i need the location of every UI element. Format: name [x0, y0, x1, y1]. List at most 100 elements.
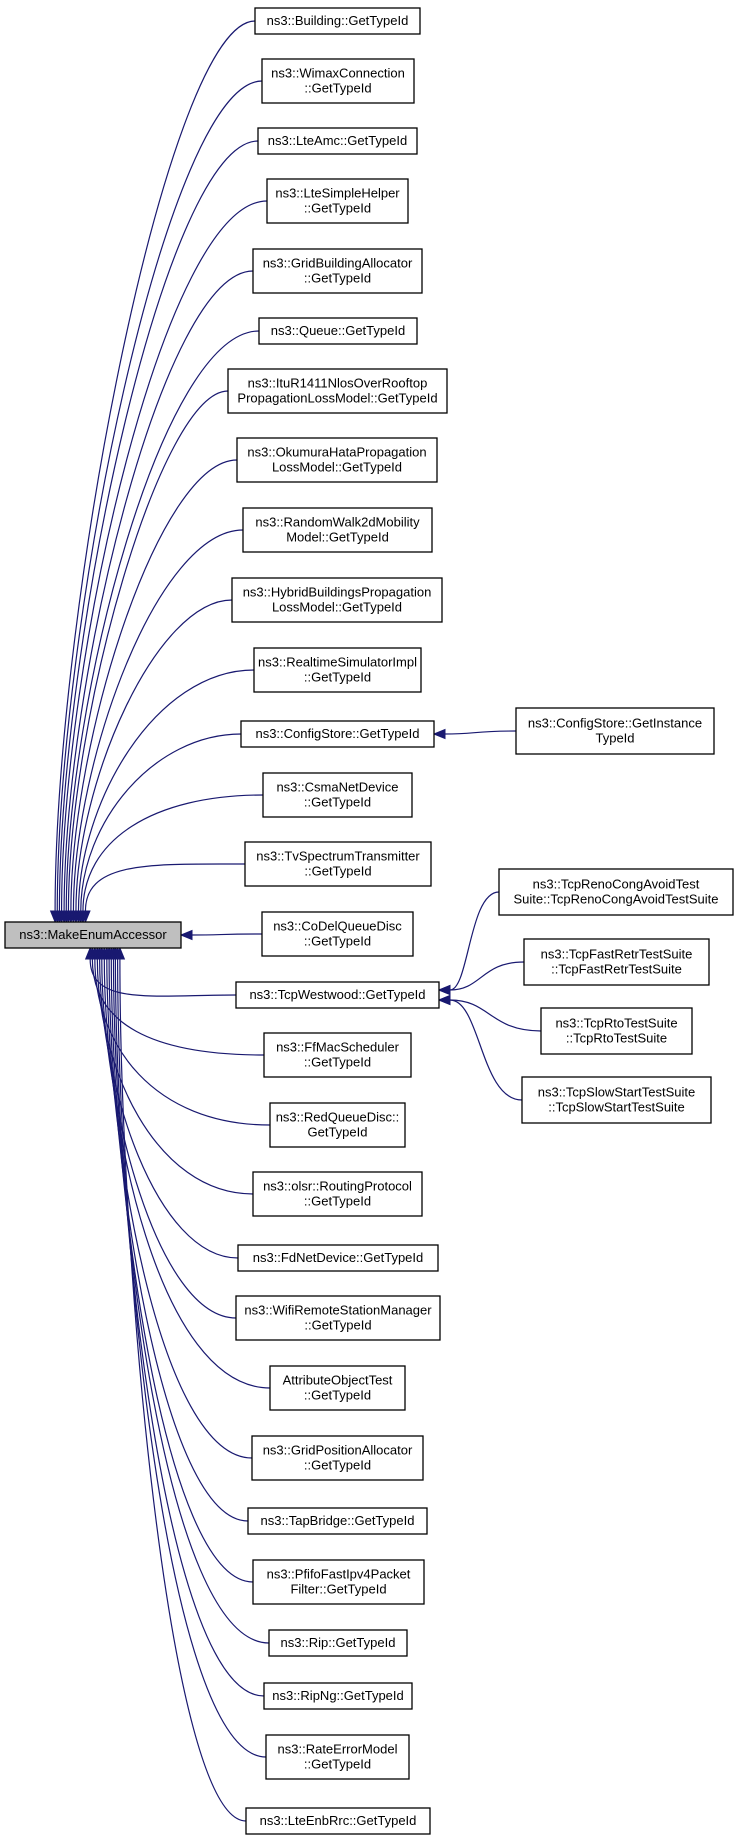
node-label: ns3::RandomWalk2dMobility: [255, 515, 420, 530]
edge-realtime-to-root: [77, 669, 255, 912]
node-codel[interactable]: ns3::CoDelQueueDisc::GetTypeId: [261, 911, 414, 957]
edge-queue-to-root: [65, 330, 260, 912]
node-label: ns3::WifiRemoteStationManager: [244, 1303, 432, 1318]
node-ripng[interactable]: ns3::RipNg::GetTypeId: [263, 1682, 413, 1710]
edge-tcpreno-to-tcpwestwood: [449, 891, 500, 991]
node-wifiremote[interactable]: ns3::WifiRemoteStationManager::GetTypeId: [235, 1295, 441, 1341]
edge-fdnet-to-root: [99, 958, 239, 1259]
node-configstore[interactable]: ns3::ConfigStore::GetTypeId: [240, 720, 435, 748]
node-tcpslowstart[interactable]: ns3::TcpSlowStartTestSuite::TcpSlowStart…: [521, 1076, 712, 1124]
node-building[interactable]: ns3::Building::GetTypeId: [254, 7, 421, 35]
node-ltesimple[interactable]: ns3::LteSimpleHelper::GetTypeId: [266, 178, 409, 224]
edge-lteamc-to-root: [58, 140, 259, 912]
edge-tapbridge-to-root: [108, 958, 249, 1522]
node-label: ns3::TcpRtoTestSuite: [555, 1016, 677, 1031]
arrowhead-codel: [179, 929, 193, 941]
node-label: ns3::ConfigStore::GetTypeId: [255, 726, 419, 741]
node-label: ns3::GridBuildingAllocator: [263, 256, 413, 271]
node-box: [258, 317, 418, 345]
node-label: ns3::RedQueueDisc::: [276, 1110, 400, 1125]
node-label: LossModel::GetTypeId: [272, 600, 402, 615]
node-csma[interactable]: ns3::CsmaNetDevice::GetTypeId: [262, 772, 413, 818]
edge-rip-to-root: [112, 958, 270, 1644]
node-attrobj[interactable]: AttributeObjectTest::GetTypeId: [269, 1365, 406, 1411]
arrowhead-tcpslowstart: [437, 994, 451, 1006]
edge-ffmac-to-root: [91, 958, 265, 1056]
edge-codel-to-root: [191, 933, 263, 936]
node-box: [247, 1507, 428, 1535]
node-label: ns3::RealtimeSimulatorImpl: [258, 655, 417, 670]
node-label: ::GetTypeId: [304, 201, 371, 216]
node-fdnet[interactable]: ns3::FdNetDevice::GetTypeId: [237, 1244, 439, 1272]
edge-redqueue-to-root: [94, 958, 271, 1126]
node-label: ::GetTypeId: [304, 1194, 371, 1209]
node-randomwalk[interactable]: ns3::RandomWalk2dMobilityModel::GetTypeI…: [242, 507, 433, 553]
node-box: [521, 1076, 712, 1124]
node-label: ns3::FdNetDevice::GetTypeId: [253, 1250, 424, 1265]
node-gridposition[interactable]: ns3::GridPositionAllocator::GetTypeId: [251, 1435, 424, 1481]
node-hybrid[interactable]: ns3::HybridBuildingsPropagationLossModel…: [231, 577, 443, 623]
node-okumura[interactable]: ns3::OkumuraHataPropagationLossModel::Ge…: [236, 437, 438, 483]
node-root[interactable]: ns3::MakeEnumAccessor: [4, 921, 182, 949]
node-label: ns3::olsr::RoutingProtocol: [263, 1179, 412, 1194]
node-rateerror[interactable]: ns3::RateErrorModel::GetTypeId: [265, 1734, 410, 1780]
node-label: ::GetTypeId: [304, 934, 371, 949]
node-tcpfastretr[interactable]: ns3::TcpFastRetrTestSuite::TcpFastRetrTe…: [523, 938, 710, 986]
node-label: ns3::CsmaNetDevice: [276, 780, 398, 795]
node-label: ns3::LteAmc::GetTypeId: [268, 133, 407, 148]
edge-lteenbrrc-to-root: [119, 958, 247, 1822]
node-box: [252, 1171, 423, 1217]
node-box: [265, 1734, 410, 1780]
edge-configstore-to-root: [80, 733, 242, 912]
node-box: [235, 1295, 441, 1341]
edges-layer: [49, 20, 542, 1822]
edge-randomwalk-to-root: [72, 529, 244, 912]
node-wimax[interactable]: ns3::WimaxConnection::GetTypeId: [261, 58, 415, 104]
arrowhead-configstore_inst: [432, 728, 446, 740]
edge-building-to-root: [54, 20, 256, 912]
node-label: ns3::LteSimpleHelper: [275, 186, 400, 201]
node-label: LossModel::GetTypeId: [272, 460, 402, 475]
node-tapbridge[interactable]: ns3::TapBridge::GetTypeId: [247, 1507, 428, 1535]
edge-tcprto-to-tcpwestwood: [449, 999, 542, 1032]
edge-gridbuilding-to-root: [63, 270, 254, 912]
node-label: ns3::Queue::GetTypeId: [271, 323, 405, 338]
node-label: ns3::Building::GetTypeId: [267, 13, 409, 28]
edge-wifiremote-to-root: [101, 958, 237, 1319]
edge-tcpslowstart-to-tcpwestwood: [449, 999, 523, 1101]
node-label: ns3::TvSpectrumTransmitter: [256, 849, 420, 864]
node-ffmac[interactable]: ns3::FfMacScheduler::GetTypeId: [263, 1032, 412, 1078]
node-redqueue[interactable]: ns3::RedQueueDisc::GetTypeId: [269, 1102, 406, 1148]
node-pfifo[interactable]: ns3::PfifoFastIpv4PacketFilter::GetTypeI…: [252, 1559, 425, 1605]
node-label: Filter::GetTypeId: [290, 1582, 386, 1597]
edge-pfifo-to-root: [110, 958, 254, 1583]
node-label: ns3::GridPositionAllocator: [263, 1443, 413, 1458]
node-tcpwestwood[interactable]: ns3::TcpWestwood::GetTypeId: [235, 981, 440, 1009]
node-label: Model::GetTypeId: [286, 530, 389, 545]
node-label: ns3::TcpSlowStartTestSuite: [538, 1085, 696, 1100]
node-itu[interactable]: ns3::ItuR1411NlosOverRooftopPropagationL…: [227, 368, 448, 414]
node-lteenbrrc[interactable]: ns3::LteEnbRrc::GetTypeId: [245, 1807, 431, 1835]
node-lteamc[interactable]: ns3::LteAmc::GetTypeId: [257, 127, 418, 155]
node-tcprto[interactable]: ns3::TcpRtoTestSuite::TcpRtoTestSuite: [540, 1007, 693, 1055]
node-box: [266, 178, 409, 224]
node-rip[interactable]: ns3::Rip::GetTypeId: [268, 1629, 408, 1657]
node-tcpreno[interactable]: ns3::TcpRenoCongAvoidTestSuite::TcpRenoC…: [498, 868, 734, 916]
node-label: ::GetTypeId: [304, 670, 371, 685]
node-label: ns3::RateErrorModel: [278, 1742, 398, 1757]
edge-ltesimple-to-root: [60, 200, 268, 912]
node-box: [269, 1102, 406, 1148]
node-tvspectrum[interactable]: ns3::TvSpectrumTransmitter::GetTypeId: [244, 841, 432, 887]
node-olsr[interactable]: ns3::olsr::RoutingProtocol::GetTypeId: [252, 1171, 423, 1217]
node-queue[interactable]: ns3::Queue::GetTypeId: [258, 317, 418, 345]
node-gridbuilding[interactable]: ns3::GridBuildingAllocator::GetTypeId: [252, 248, 423, 294]
node-label: TypeId: [595, 731, 634, 746]
node-box: [242, 507, 433, 553]
node-label: ns3::WimaxConnection: [271, 66, 405, 81]
node-realtime[interactable]: ns3::RealtimeSimulatorImpl::GetTypeId: [253, 647, 422, 693]
node-label: ns3::ItuR1411NlosOverRooftop: [248, 376, 428, 391]
edge-configstore_inst-to-configstore: [444, 730, 517, 735]
node-label: ::TcpSlowStartTestSuite: [548, 1100, 685, 1115]
node-label: ns3::TcpWestwood::GetTypeId: [249, 987, 425, 1002]
